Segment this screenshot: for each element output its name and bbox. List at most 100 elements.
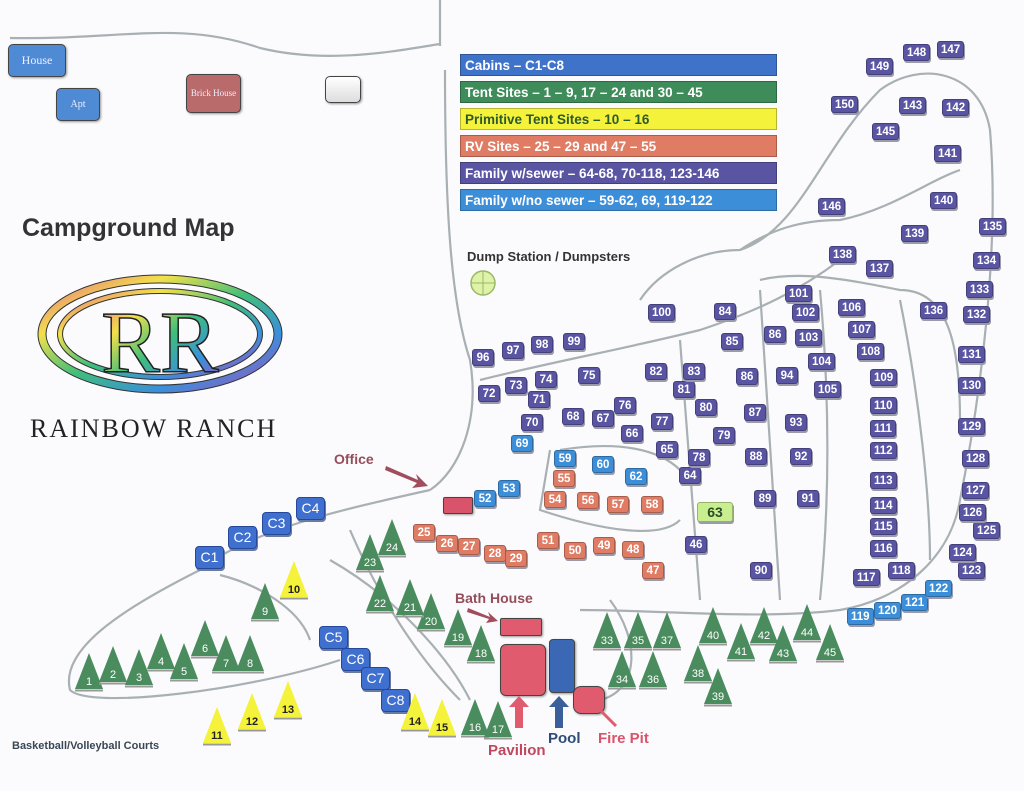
site-111[interactable]: 111 [870,420,896,437]
site-89[interactable]: 89 [754,490,776,507]
site-53[interactable]: 53 [498,480,520,497]
site-50[interactable]: 50 [564,542,586,559]
site-66[interactable]: 66 [621,425,643,442]
tent-site-3[interactable]: 3 [124,648,154,688]
tent-site-37[interactable]: 37 [652,611,682,651]
site-100[interactable]: 100 [648,304,676,321]
site-79[interactable]: 79 [713,427,735,444]
tent-site-5[interactable]: 5 [169,642,199,682]
site-58[interactable]: 58 [641,496,663,513]
site-83[interactable]: 83 [683,363,705,380]
site-82[interactable]: 82 [645,363,667,380]
site-120[interactable]: 120 [874,602,902,619]
site-106[interactable]: 106 [838,299,866,316]
site-98[interactable]: 98 [531,336,553,353]
site-88[interactable]: 88 [745,448,767,465]
primitive-tent-site-10[interactable]: 10 [279,560,309,600]
site-80[interactable]: 80 [695,399,717,416]
tent-site-7[interactable]: 7 [211,634,241,674]
site-55[interactable]: 55 [553,470,575,487]
site-81[interactable]: 81 [673,381,695,398]
cabin-c6[interactable]: C6 [341,648,370,671]
site-133[interactable]: 133 [966,281,994,298]
site-26[interactable]: 26 [436,535,458,552]
tent-site-43[interactable]: 43 [768,624,798,664]
primitive-tent-site-11[interactable]: 11 [202,706,232,746]
site-46[interactable]: 46 [685,536,707,553]
primitive-tent-site-13[interactable]: 13 [273,680,303,720]
cabin-c2[interactable]: C2 [228,526,257,549]
site-91[interactable]: 91 [797,490,819,507]
site-92[interactable]: 92 [790,448,812,465]
site-29[interactable]: 29 [505,550,527,567]
site-119[interactable]: 119 [847,608,874,625]
cabin-c1[interactable]: C1 [195,546,224,569]
site-57[interactable]: 57 [607,496,629,513]
primitive-tent-site-14[interactable]: 14 [400,692,430,732]
site-105[interactable]: 105 [814,381,842,398]
tent-site-17[interactable]: 17 [483,700,513,740]
tent-site-2[interactable]: 2 [98,645,128,685]
site-86[interactable]: 86 [764,326,786,343]
tent-site-9[interactable]: 9 [250,582,280,622]
site-142[interactable]: 142 [942,99,970,116]
cabin-c4[interactable]: C4 [296,497,325,520]
site-101[interactable]: 101 [785,285,813,302]
site-110[interactable]: 110 [870,397,897,414]
tent-site-42[interactable]: 42 [749,606,779,646]
site-96[interactable]: 96 [472,349,494,366]
tent-site-21[interactable]: 21 [395,578,425,618]
tent-site-35[interactable]: 35 [623,611,653,651]
site-48[interactable]: 48 [622,541,644,558]
site-77[interactable]: 77 [651,413,673,430]
site-64[interactable]: 64 [679,467,701,484]
site-148[interactable]: 148 [903,44,931,61]
site-113[interactable]: 113 [870,472,897,489]
tent-site-24[interactable]: 24 [377,518,407,558]
tent-site-41[interactable]: 41 [726,622,756,662]
site-135[interactable]: 135 [979,218,1007,235]
tent-site-20[interactable]: 20 [416,592,446,632]
office-building[interactable] [443,497,473,514]
site-54[interactable]: 54 [544,491,566,508]
site-28[interactable]: 28 [484,545,506,562]
site-60[interactable]: 60 [592,456,614,473]
site-99[interactable]: 99 [563,333,585,350]
site-78[interactable]: 78 [688,449,710,466]
cabin-c8[interactable]: C8 [381,689,410,712]
site-51[interactable]: 51 [537,532,559,549]
site-72[interactable]: 72 [478,385,500,402]
site-70[interactable]: 70 [521,414,543,431]
tent-site-19[interactable]: 19 [443,608,473,648]
site-108[interactable]: 108 [857,343,885,360]
tent-site-16[interactable]: 16 [460,698,490,738]
site-126[interactable]: 126 [959,504,987,521]
tent-site-36[interactable]: 36 [638,650,668,690]
site-71[interactable]: 71 [528,391,550,408]
primitive-tent-site-15[interactable]: 15 [427,698,457,738]
site-139[interactable]: 139 [901,225,929,242]
site-90[interactable]: 90 [750,562,772,579]
site-132[interactable]: 132 [963,306,991,323]
tent-site-38[interactable]: 38 [683,644,713,684]
site-112[interactable]: 112 [870,442,897,459]
site-86[interactable]: 86 [736,368,758,385]
site-143[interactable]: 143 [899,97,927,114]
site-128[interactable]: 128 [962,450,990,467]
tent-site-23[interactable]: 23 [355,533,385,573]
site-85[interactable]: 85 [721,333,743,350]
tent-site-18[interactable]: 18 [466,624,496,664]
site-114[interactable]: 114 [870,497,897,514]
site-136[interactable]: 136 [920,302,948,319]
site-27[interactable]: 27 [458,538,480,555]
site-122[interactable]: 122 [925,580,953,597]
pavilion-building[interactable] [500,644,546,696]
site-75[interactable]: 75 [578,367,600,384]
site-134[interactable]: 134 [973,252,1001,269]
site-125[interactable]: 125 [973,522,1001,539]
site-124[interactable]: 124 [949,544,977,561]
tent-site-22[interactable]: 22 [365,574,395,614]
tent-site-44[interactable]: 44 [792,603,822,643]
site-127[interactable]: 127 [962,482,990,499]
site-67[interactable]: 67 [592,410,614,427]
